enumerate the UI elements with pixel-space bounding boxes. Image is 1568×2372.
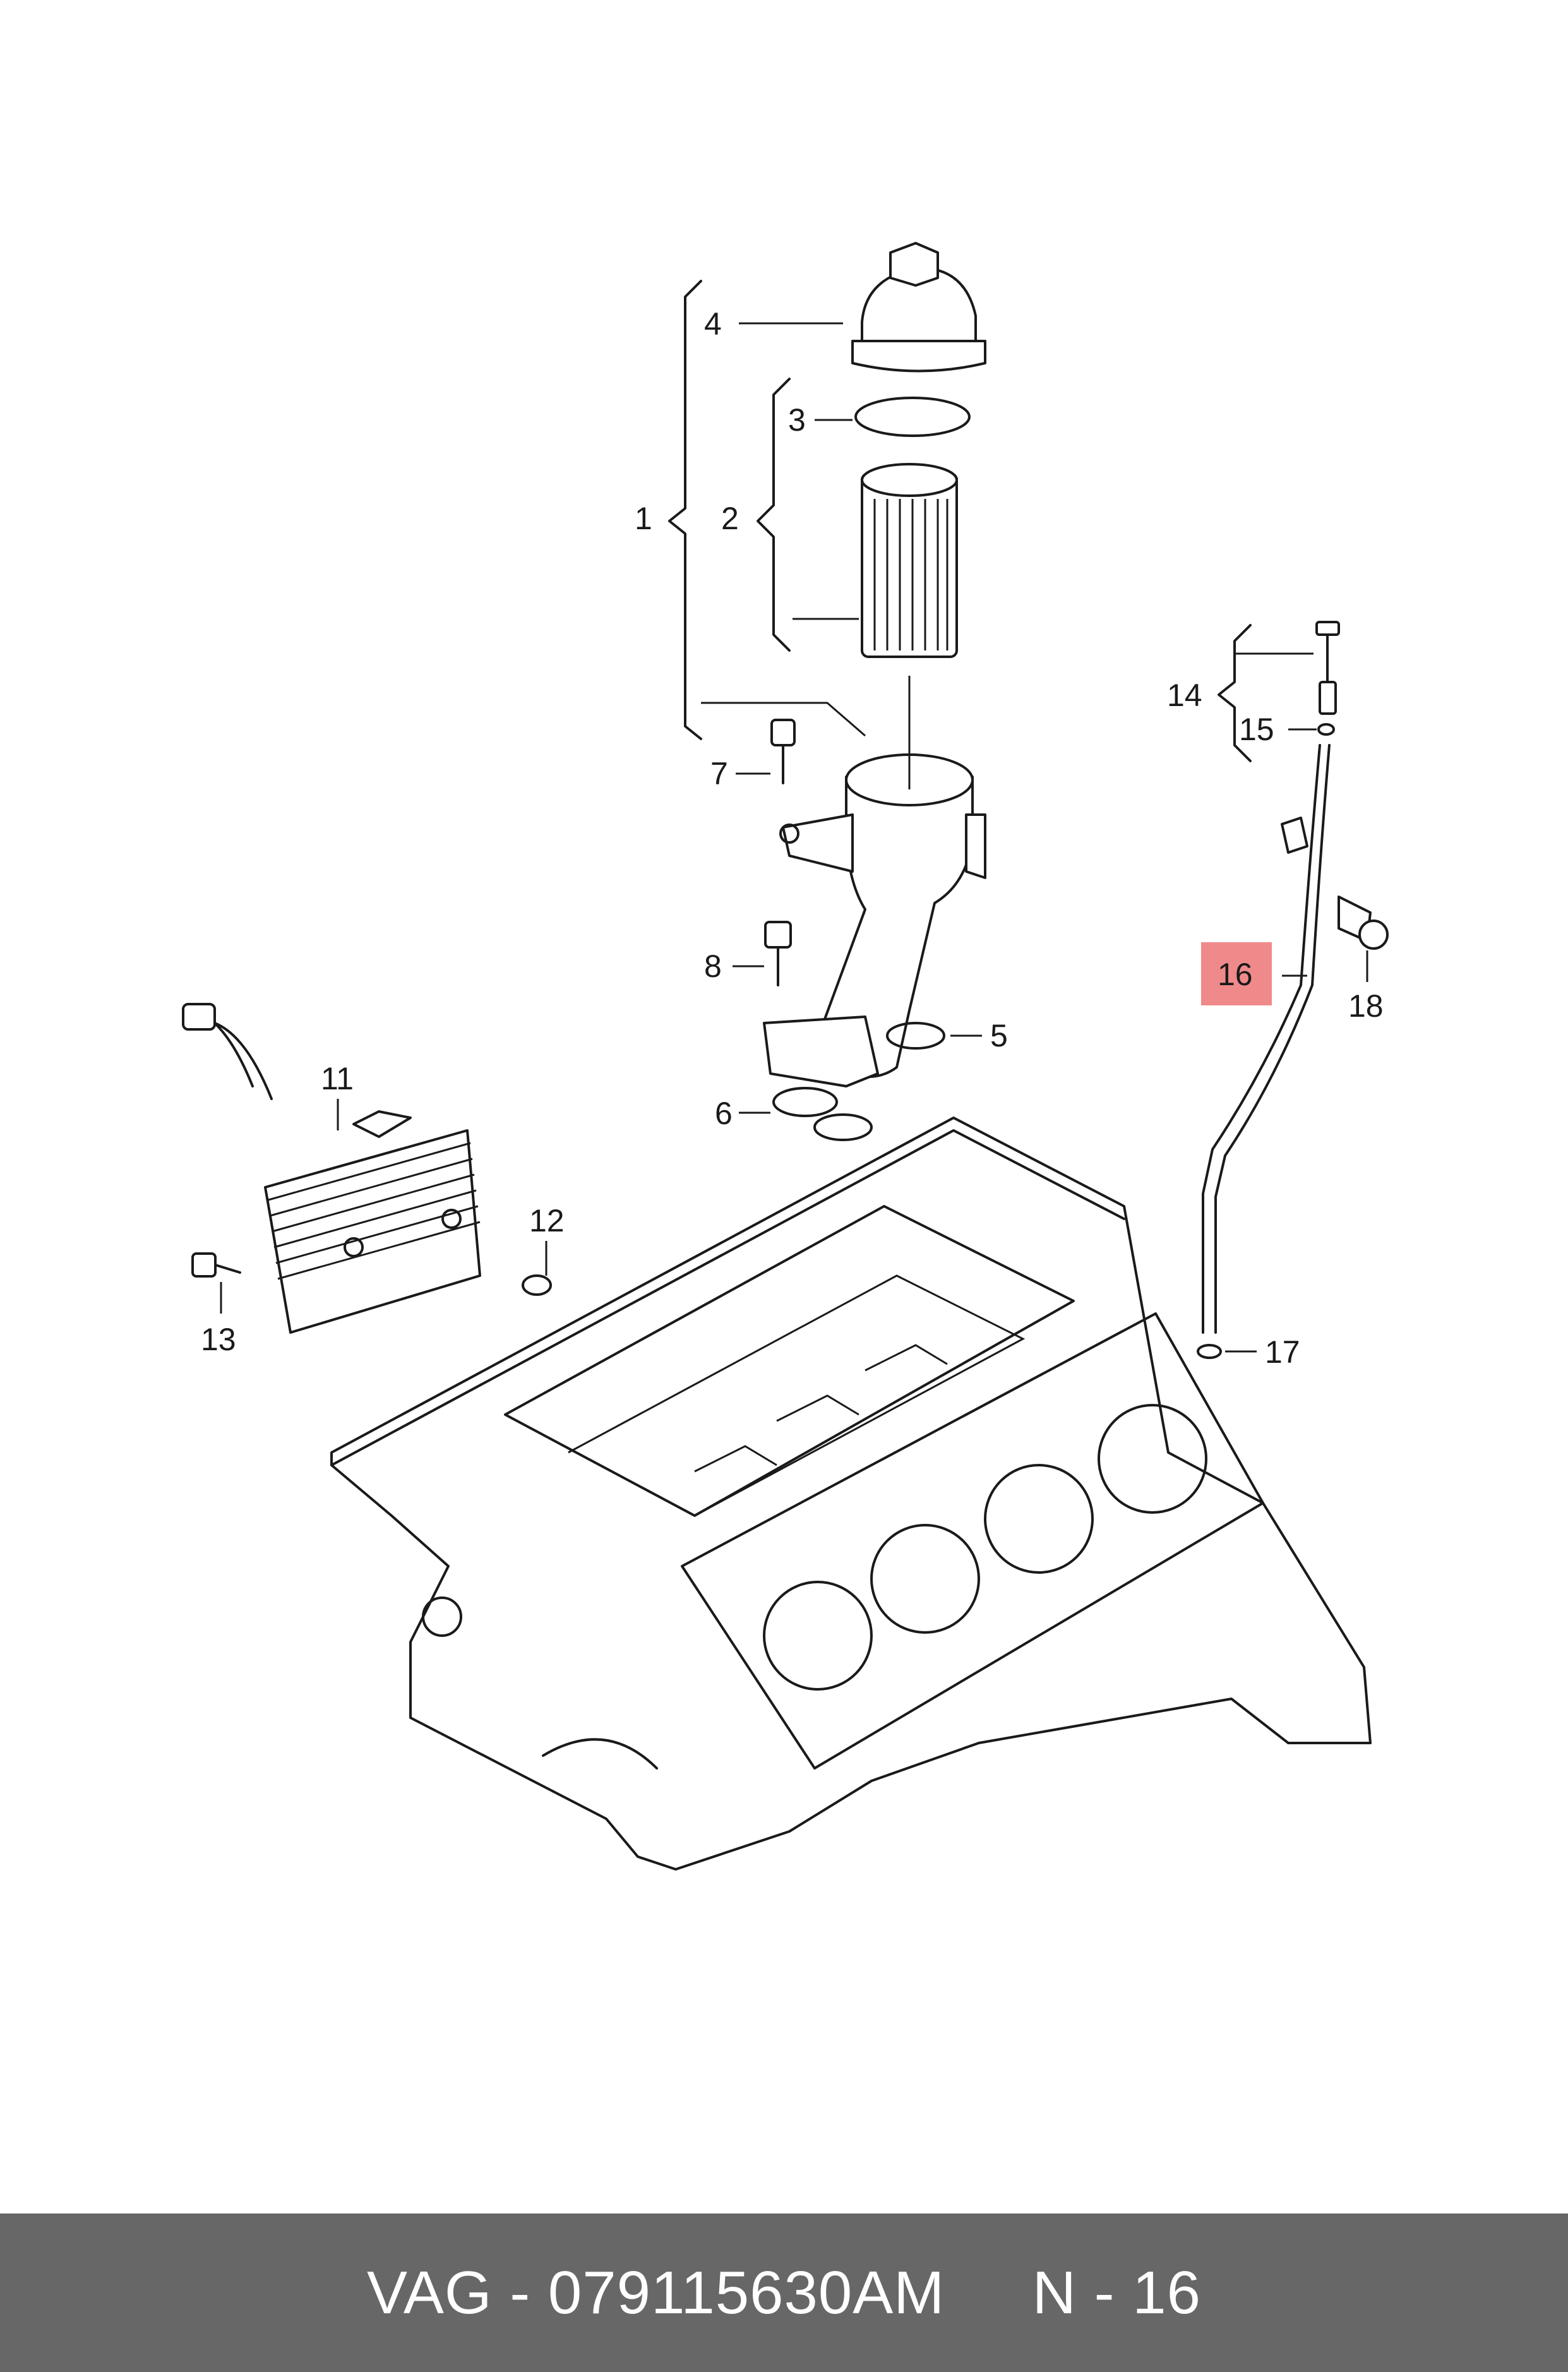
seal-ring-left: [772, 1087, 838, 1117]
callout-16: 16: [1218, 957, 1253, 992]
oil-filter-housing: [763, 753, 986, 1087]
housing-o-ring: [886, 1022, 945, 1050]
callout-16-highlight: [1201, 942, 1272, 1005]
seal-ring-right: [813, 1113, 873, 1141]
callout-5: 5: [990, 1018, 1008, 1053]
oil-filter-cap: [851, 242, 986, 373]
callout-13: 13: [201, 1322, 236, 1357]
cap-o-ring: [854, 397, 971, 437]
bracket-14: [1218, 624, 1252, 762]
part-number-label: VAG - 079115630AM N - 16: [366, 2258, 1202, 2327]
oil-filter-element: [861, 463, 958, 658]
cooler-o-ring: [522, 1274, 552, 1296]
callout-8: 8: [704, 949, 722, 984]
cooler-bolt: [191, 1252, 241, 1278]
oil-cooler: [182, 1003, 481, 1334]
dipstick-bracket: [1281, 817, 1308, 854]
callout-3: 3: [788, 402, 806, 438]
bracket-1: [668, 280, 702, 740]
tube-seal: [1197, 1344, 1222, 1359]
housing-bolt-upper: [770, 719, 796, 784]
callout-15: 15: [1239, 712, 1274, 747]
callout-14: 14: [1167, 678, 1202, 713]
callout-4: 4: [704, 306, 722, 342]
callout-1: 1: [635, 501, 652, 536]
footer-bar: VAG - 079115630AM N - 16: [0, 2213, 1568, 2372]
dipstick-tube: [1202, 744, 1331, 1334]
callout-6: 6: [715, 1096, 733, 1131]
engine-block: [330, 1117, 1372, 1871]
exploded-parts-diagram: 4 3 1 2 7 8 5 6 11 12 13 14 15 16 17 18: [182, 242, 1389, 1871]
dipstick-o-ring: [1317, 723, 1335, 736]
bracket-2: [757, 378, 791, 652]
dipstick-bolt: [1338, 895, 1389, 950]
callout-12: 12: [529, 1203, 565, 1238]
callout-17: 17: [1265, 1334, 1300, 1370]
callout-2: 2: [721, 501, 739, 536]
dipstick-handle: [1315, 621, 1340, 715]
callout-7: 7: [710, 756, 728, 791]
housing-bolt-lower: [764, 921, 792, 986]
callout-18: 18: [1348, 988, 1384, 1024]
callout-11: 11: [321, 1061, 354, 1096]
